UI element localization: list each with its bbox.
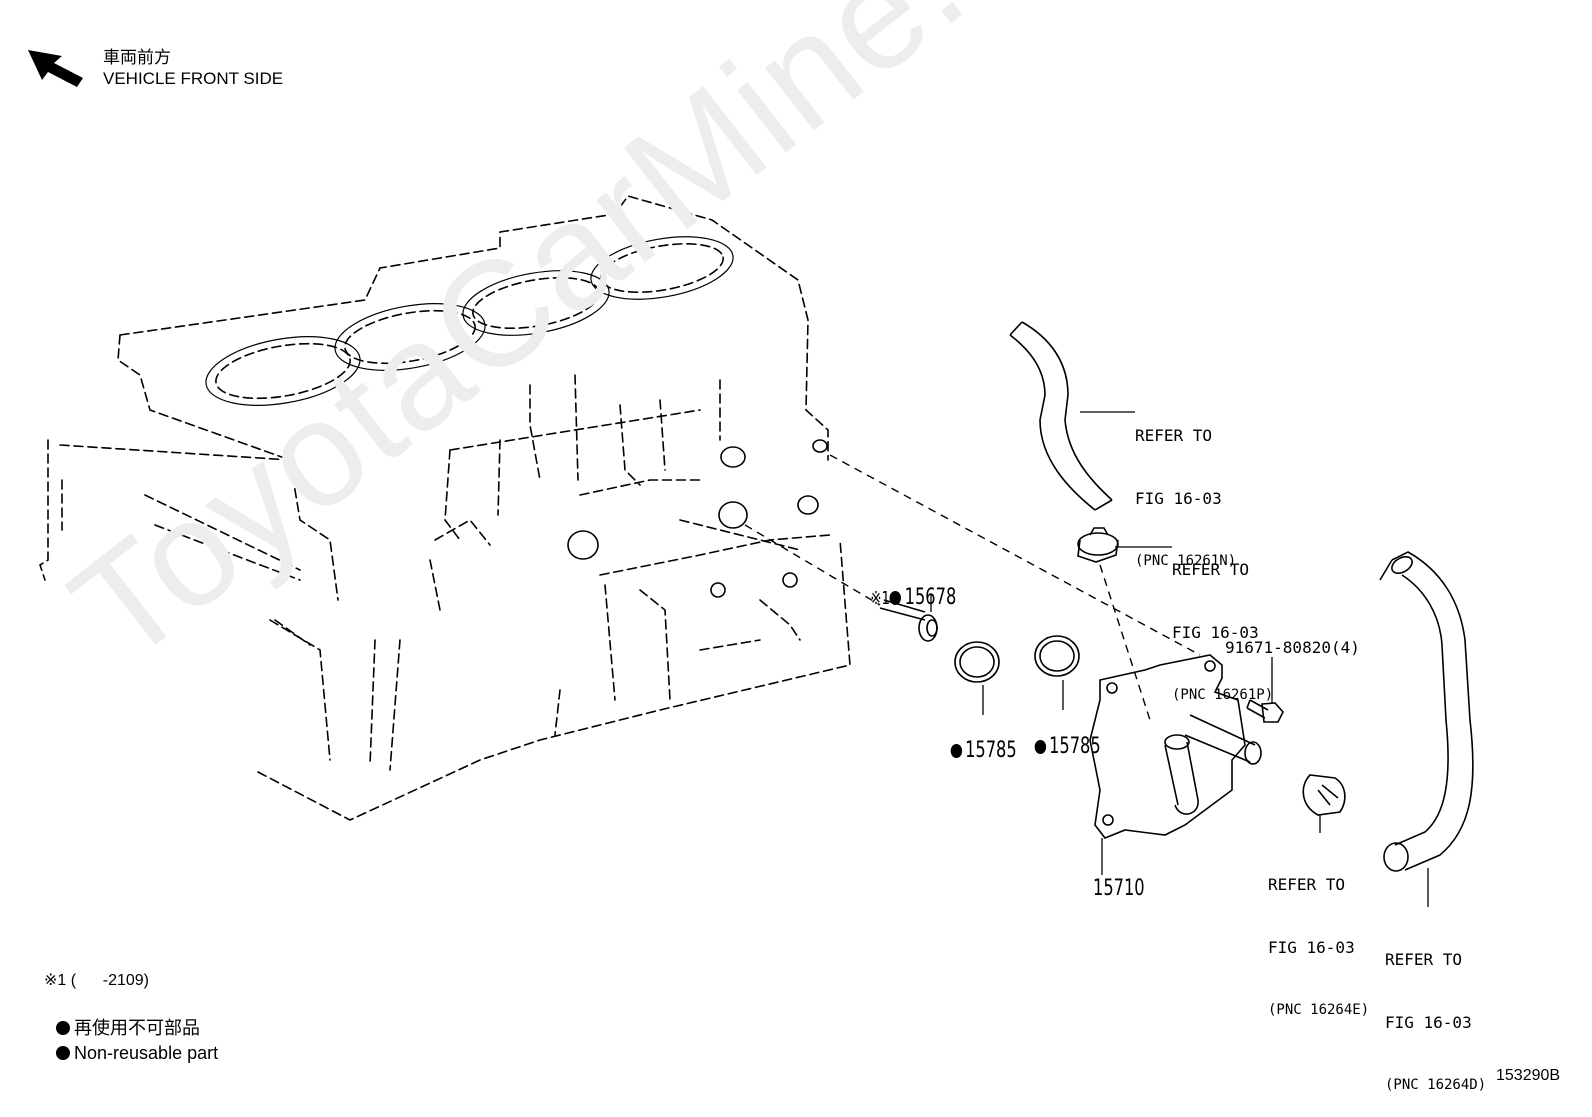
nonreusable-dot-icon	[950, 744, 962, 758]
legend-nonreusable-en: Non-reusable part	[46, 1026, 218, 1062]
engine-block-drawing	[39, 195, 851, 821]
direction-label-en: VEHICLE FRONT SIDE	[103, 69, 284, 88]
callout-hose-lower: REFER TO FIG 16-03 (PNC 16264D)	[1385, 907, 1486, 1117]
ref-pnc: (PNC 16264D)	[1385, 1077, 1487, 1093]
part-number-text: 15678	[904, 585, 957, 610]
part-number-o-ring-b: 15785	[1024, 714, 1101, 758]
leader-lines	[930, 411, 1429, 907]
ref-line1: REFER TO	[1172, 560, 1250, 579]
note-marker: ※1	[870, 588, 890, 609]
nonreusable-dot-icon	[56, 1021, 71, 1035]
o-ring-a	[954, 641, 1000, 683]
legend-nonreusable-jp: 再使用不可部品	[46, 1001, 200, 1037]
part-number-union: ※1 15678	[860, 565, 956, 609]
callout-hose-upper: REFER TO FIG 16-03 (PNC 16261N)	[1135, 383, 1236, 593]
flange-bolt	[1246, 699, 1284, 723]
ref-pnc: (PNC 16261P)	[1172, 687, 1274, 703]
lower-hose	[1379, 551, 1474, 872]
nonreusable-dot-icon	[56, 1046, 71, 1060]
legend-text-en: Non-reusable part	[74, 1043, 219, 1063]
alignment-lines	[744, 454, 1201, 721]
direction-label-jp: 車両前方	[103, 48, 171, 67]
legend-note: ※1 ( -2109)	[44, 972, 149, 989]
part-number-o-ring-a: 15785	[940, 718, 1017, 762]
ref-line2: FIG 16-03	[1385, 1013, 1472, 1032]
figure-id: 153290B	[1496, 1067, 1561, 1084]
callout-clip-lower: REFER TO FIG 16-03 (PNC 16264E)	[1268, 832, 1369, 1042]
upper-clip	[1077, 527, 1119, 563]
nonreusable-dot-icon	[1034, 740, 1046, 754]
ref-line1: REFER TO	[1385, 950, 1463, 969]
ref-line2: FIG 16-03	[1135, 489, 1222, 508]
part-number-text: 15785	[1049, 734, 1101, 759]
arrow-up-left-icon	[28, 50, 83, 87]
lower-clip	[1302, 774, 1346, 816]
o-ring-b	[1034, 635, 1080, 677]
part-number-oil-cooler: 15710	[1093, 876, 1145, 901]
part-number-bolt: 91671-80820(4)	[1225, 638, 1360, 657]
ref-line1: REFER TO	[1268, 875, 1346, 894]
ref-line2: FIG 16-03	[1268, 938, 1355, 957]
nonreusable-dot-icon	[889, 591, 902, 605]
ref-line1: REFER TO	[1135, 426, 1213, 445]
legend-text-jp: 再使用不可部品	[74, 1018, 201, 1038]
ref-line2: FIG 16-03	[1172, 623, 1259, 642]
ref-pnc: (PNC 16264E)	[1268, 1002, 1370, 1018]
part-number-text: 15785	[965, 738, 1017, 763]
oil-cooler	[1089, 654, 1262, 839]
callout-clip-upper: REFER TO FIG 16-03 (PNC 16261P)	[1172, 517, 1273, 727]
union-bolt	[879, 599, 938, 642]
ref-pnc: (PNC 16261N)	[1135, 553, 1237, 569]
upper-hose	[1009, 321, 1113, 511]
